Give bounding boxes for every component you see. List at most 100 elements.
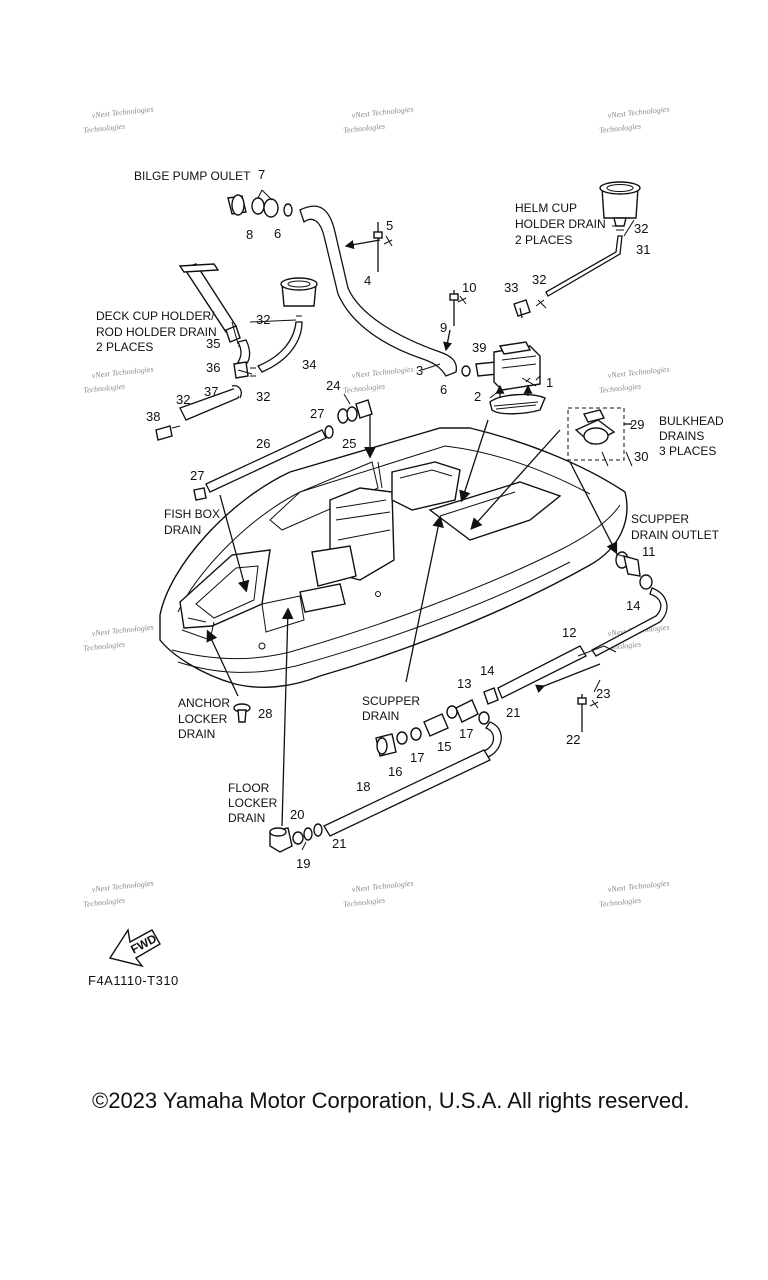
part-number: 18	[356, 779, 370, 794]
label-anchor-2: LOCKER	[178, 712, 228, 726]
part-number: 10	[462, 280, 476, 295]
part-number: 15	[437, 739, 451, 754]
fwd-arrow-icon: FWD	[108, 928, 161, 968]
part-number: 37	[204, 384, 218, 399]
part-number: 32	[634, 221, 648, 236]
floor-locker-drain-assembly	[269, 749, 491, 853]
watermark-text: vNext Technologies	[607, 105, 670, 120]
part-numbers: 1 2 3 4 5 6 6 7 8 9 10 11 12 13 14 14 15…	[146, 167, 656, 871]
part-number: 32	[532, 272, 546, 287]
part-number: 3	[416, 363, 423, 378]
watermark: vNext Technologies Technologies	[599, 365, 670, 395]
watermark-text: vNext Technologies	[351, 365, 414, 380]
part-number: 5	[386, 218, 393, 233]
watermark: vNext Technologies Technologies	[83, 105, 154, 135]
watermark-text: Technologies	[599, 896, 642, 909]
part-number: 9	[440, 320, 447, 335]
scupper-drain-outlet-assembly	[591, 551, 668, 657]
helm-cup-holder	[513, 181, 641, 319]
watermark-text: vNext Technologies	[607, 365, 670, 380]
bulkhead-drain-detail	[567, 407, 633, 467]
part-number: 2	[474, 389, 481, 404]
part-number: 27	[190, 468, 204, 483]
part-number: 38	[146, 409, 160, 424]
part-number: 19	[296, 856, 310, 871]
part-number: 21	[332, 836, 346, 851]
label-bulkhead-1: BULKHEAD	[659, 414, 724, 428]
part-number: 6	[274, 226, 281, 241]
part-number: 35	[206, 336, 220, 351]
part-number: 39	[472, 340, 486, 355]
watermark-text: vNext Technologies	[351, 879, 414, 894]
watermark: vNext Technologies Technologies	[83, 623, 154, 653]
part-number: 28	[258, 706, 272, 721]
leader-lines	[231, 189, 635, 851]
part-number: 32	[256, 389, 270, 404]
part-number: 1	[546, 375, 553, 390]
label-floor-1: FLOOR	[228, 781, 270, 795]
hose-clip-assembly	[449, 290, 467, 326]
part-number: 14	[480, 663, 494, 678]
watermark: vNext Technologies Technologies	[343, 365, 414, 395]
part-number: 30	[634, 449, 648, 464]
label-bilge-pump-outlet: BILGE PUMP OULET	[134, 169, 251, 183]
part-number: 31	[636, 242, 650, 257]
part-number: 24	[326, 378, 340, 393]
part-number: 6	[440, 382, 447, 397]
bilge-pump	[461, 341, 546, 415]
label-bulkhead-2: DRAINS	[659, 429, 704, 443]
part-number: 11	[642, 544, 656, 559]
part-number: 26	[256, 436, 270, 451]
part-number: 17	[410, 750, 424, 765]
part-number: 34	[302, 357, 316, 372]
watermark-text: vNext Technologies	[351, 105, 414, 120]
watermark: vNext Technologies Technologies	[83, 879, 154, 909]
label-fish-box-1: FISH BOX	[164, 507, 220, 521]
part-number: 7	[258, 167, 265, 182]
watermark-text: Technologies	[83, 122, 126, 135]
watermark-text: Technologies	[343, 382, 386, 395]
watermark: vNext Technologies Technologies	[599, 105, 670, 135]
label-helm-cup-3: 2 PLACES	[515, 233, 572, 247]
part-number: 17	[459, 726, 473, 741]
part-number: 12	[562, 625, 576, 640]
watermark-text: Technologies	[599, 122, 642, 135]
label-anchor-3: DRAIN	[178, 727, 215, 741]
label-bulkhead-3: 3 PLACES	[659, 444, 716, 458]
diagram-code: F4A1110-T310	[88, 973, 179, 988]
label-helm-cup-1: HELM CUP	[515, 201, 577, 215]
watermark-text: Technologies	[343, 122, 386, 135]
watermark: vNext Technologies Technologies	[343, 105, 414, 135]
watermark-text: vNext Technologies	[91, 365, 154, 380]
label-anchor-1: ANCHOR	[178, 696, 230, 710]
watermark-text: Technologies	[343, 896, 386, 909]
label-scupper-1: SCUPPER	[362, 694, 420, 708]
label-deck-cup-3: 2 PLACES	[96, 340, 153, 354]
part-number: 32	[176, 392, 190, 407]
watermark: vNext Technologies Technologies	[343, 879, 414, 909]
watermark-text: Technologies	[83, 640, 126, 653]
deck-cup-holder	[155, 263, 318, 441]
boat-hull	[159, 427, 628, 688]
part-number: 33	[504, 280, 518, 295]
watermark-text: vNext Technologies	[91, 623, 154, 638]
label-deck-cup-2: ROD HOLDER DRAIN	[96, 325, 217, 339]
watermark: vNext Technologies Technologies	[83, 365, 154, 395]
part-number: 4	[364, 273, 371, 288]
watermark-text: vNext Technologies	[91, 105, 154, 120]
label-scupper-2: DRAIN	[362, 709, 399, 723]
bilge-pump-outlet-assembly	[227, 194, 458, 377]
label-floor-3: DRAIN	[228, 811, 265, 825]
label-fish-box-2: DRAIN	[164, 523, 201, 537]
fish-box-drain-assembly	[193, 399, 373, 501]
label-deck-cup-1: DECK CUP HOLDER/	[96, 309, 215, 323]
label-scupper-outlet-1: SCUPPER	[631, 512, 689, 526]
watermark: vNext Technologies Technologies	[599, 879, 670, 909]
part-number: 13	[457, 676, 471, 691]
label-scupper-outlet-2: DRAIN OUTLET	[631, 528, 720, 542]
part-number: 36	[206, 360, 220, 375]
watermark-text: Technologies	[599, 382, 642, 395]
part-number: 20	[290, 807, 304, 822]
part-number: 32	[256, 312, 270, 327]
